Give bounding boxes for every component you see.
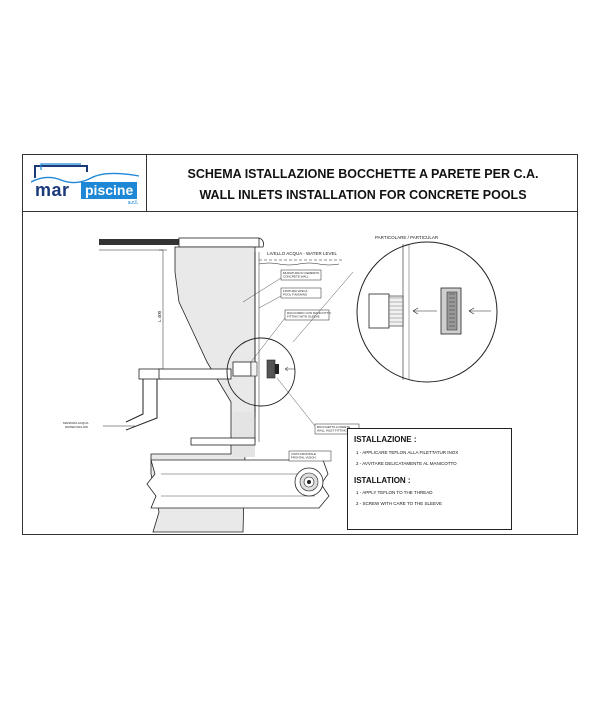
dimension-line: L 400 — [157, 249, 167, 373]
header-divider — [23, 211, 577, 212]
logo-waves-icon — [30, 163, 140, 184]
detail-particular: PARTICOLARE / PARTICULAR — [356, 235, 498, 383]
title-english: WALL INLETS INSTALLATION FOR CONCRETE PO… — [199, 188, 527, 202]
logo-product: piscine — [81, 182, 138, 199]
logo-suffix: s.r.l. — [128, 200, 139, 206]
legend-it-heading: ISTALLAZIONE : — [354, 435, 417, 444]
inflow-label: MANDATA ACQUA WATER INFLOW — [63, 421, 89, 429]
installation-legend: ISTALLAZIONE : 1 - APPLICARE TEFLON ALLA… — [347, 428, 512, 530]
detail-title: PARTICOLARE / PARTICULAR — [375, 235, 439, 240]
inlet-callout — [226, 337, 296, 407]
legend-it-item-2: 2 - AVVITARE DELICATAMENTE AL MANICOTTO — [356, 461, 457, 466]
inflow-label-en: WATER INFLOW — [65, 425, 88, 429]
logo-divider — [146, 155, 147, 211]
arrow-left-icon — [412, 307, 419, 315]
legend-en-heading: ISTALLATION : — [354, 476, 411, 485]
title-italian: SCHEMA ISTALLAZIONE BOCCHETTE A PARETE P… — [187, 167, 539, 181]
legend-en-item-1: 1 - APPLY TEFLON TO THE THREAD — [356, 490, 433, 495]
inflow-pipe: MANDATA ACQUA WATER INFLOW — [63, 368, 232, 431]
logo-brand: mar — [35, 180, 70, 200]
dimension-label: L 400 — [157, 310, 162, 322]
installation-diagram: LIVELLO ACQUA - WATER LEVEL L 400 MANDAT… — [63, 235, 498, 533]
legend-en-item-2: 2 - SCREW WITH CARE TO THE SLEEVE — [356, 501, 443, 506]
wall-pipe — [190, 437, 256, 446]
legend-it-item-1: 1 - APPLICARE TEFLON ALLA FILETTATUR INO… — [356, 450, 459, 455]
arrow-left-icon-2 — [468, 307, 475, 315]
drawing-sheet: mar piscine s.r.l. SCHEMA ISTALLAZIONE B… — [22, 154, 578, 535]
inflow-label-it: MANDATA ACQUA — [63, 421, 88, 425]
water-level: LIVELLO ACQUA - WATER LEVEL — [258, 251, 343, 266]
foundation — [146, 459, 330, 509]
company-logo: mar piscine s.r.l. — [30, 160, 141, 208]
detail-leader — [292, 271, 354, 343]
water-level-label: LIVELLO ACQUA - WATER LEVEL — [267, 251, 338, 256]
